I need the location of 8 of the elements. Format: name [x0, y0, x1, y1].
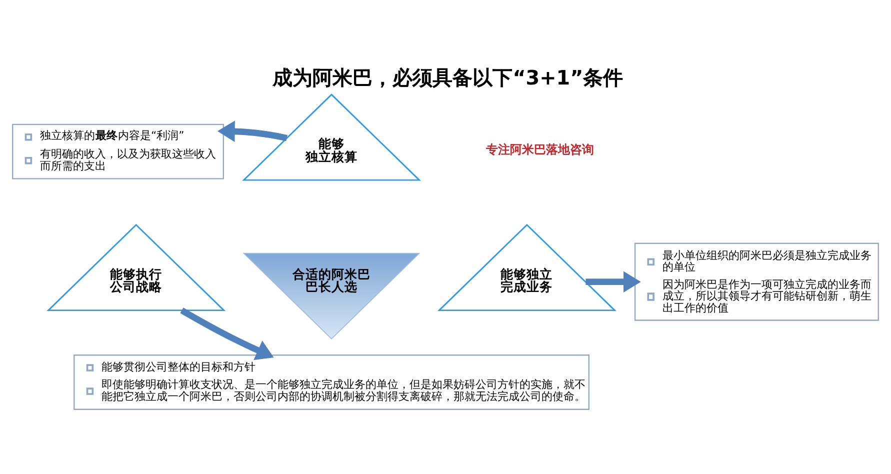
node-box: 独立核算的最终内容是“利润” 有明确的收入，以及为获取这些收入而所需的支出 — [12, 123, 224, 179]
label: 专注阿米巴落地咨询 — [486, 142, 594, 156]
arrow — [586, 270, 641, 292]
node-box: 能够贯彻公司整体的目标和方针 即使能够明确计算收支状况、是一个能够独立完成业务的单位，但是如果妨碍公司方针的实施，就不能把它独立成一个阿米巴，否则公司内部的协调机制被分割得支离破碎，那就无法完成公司的使命。 — [74, 354, 590, 410]
arrow — [180, 307, 274, 360]
diagram-title: 成为阿米巴，必须具备以下“3+1”条件 — [272, 66, 624, 89]
node-box: 最小单位组织的阿米巴必须是独立完成业务的单位 因为阿米巴是作为一项可独立完成的业务而成立，所以其领导才有可能钻研创新，萌生出工作的价值 — [634, 242, 879, 320]
arrow — [217, 120, 288, 142]
